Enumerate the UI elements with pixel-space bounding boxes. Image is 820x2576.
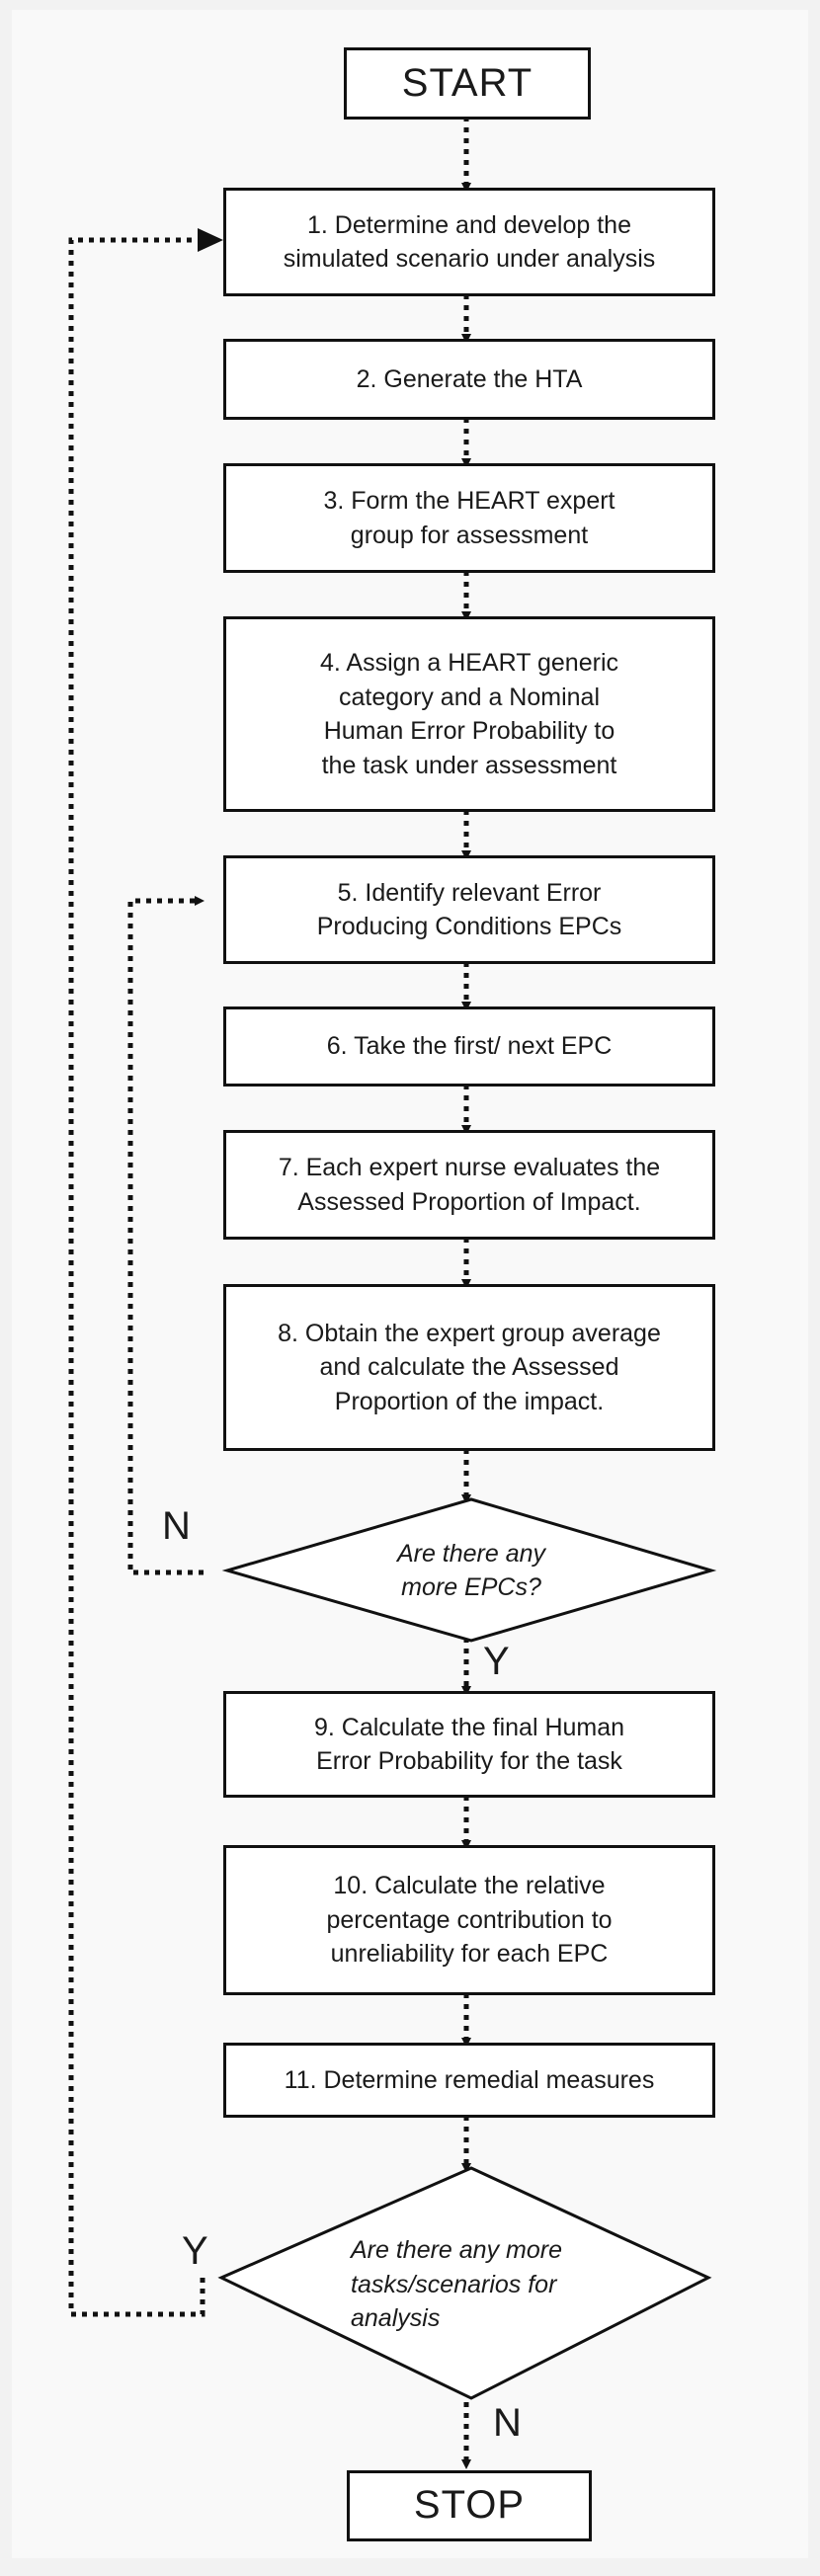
step-9-box: 9. Calculate the final Human Error Proba… bbox=[223, 1691, 715, 1798]
stop-terminal: STOP bbox=[347, 2470, 592, 2541]
step-3-box: 3. Form the HEART expert group for asses… bbox=[223, 463, 715, 573]
decision-more-tasks-no-label: N bbox=[493, 2401, 522, 2445]
step-11-box: 11. Determine remedial measures bbox=[223, 2043, 715, 2118]
step-10-box: 10. Calculate the relative percentage co… bbox=[223, 1845, 715, 1995]
decision-more-tasks-text: Are there any more tasks/scenarios for a… bbox=[351, 2236, 562, 2333]
decision-more-epcs-yes-label: Y bbox=[483, 1640, 510, 1683]
step-2-box: 2. Generate the HTA bbox=[223, 339, 715, 420]
step-1-box: 1. Determine and develop the simulated s… bbox=[223, 188, 715, 296]
decision-more-tasks-shape bbox=[217, 2166, 712, 2400]
decision-more-tasks-yes-label: Y bbox=[182, 2229, 208, 2273]
step-6-box: 6. Take the first/ next EPC bbox=[223, 1006, 715, 1087]
decision-more-epcs-no-label: N bbox=[162, 1504, 191, 1548]
decision-more-epcs-text: Are there any more EPCs? bbox=[396, 1539, 546, 1602]
flowchart-canvas: START 1. Determine and develop the simul… bbox=[12, 10, 808, 2558]
loop-no-to-step5 bbox=[127, 896, 205, 1575]
loop-yes-to-step1 bbox=[68, 228, 223, 2317]
decision-more-epcs-shape bbox=[221, 1497, 717, 1643]
flowchart-connectors bbox=[68, 117, 717, 2469]
step-7-box: 7. Each expert nurse evaluates the Asses… bbox=[223, 1130, 715, 1240]
step-4-box: 4. Assign a HEART generic category and a… bbox=[223, 616, 715, 812]
step-8-box: 8. Obtain the expert group average and c… bbox=[223, 1284, 715, 1451]
start-terminal: START bbox=[344, 47, 591, 120]
step-5-box: 5. Identify relevant Error Producing Con… bbox=[223, 855, 715, 964]
